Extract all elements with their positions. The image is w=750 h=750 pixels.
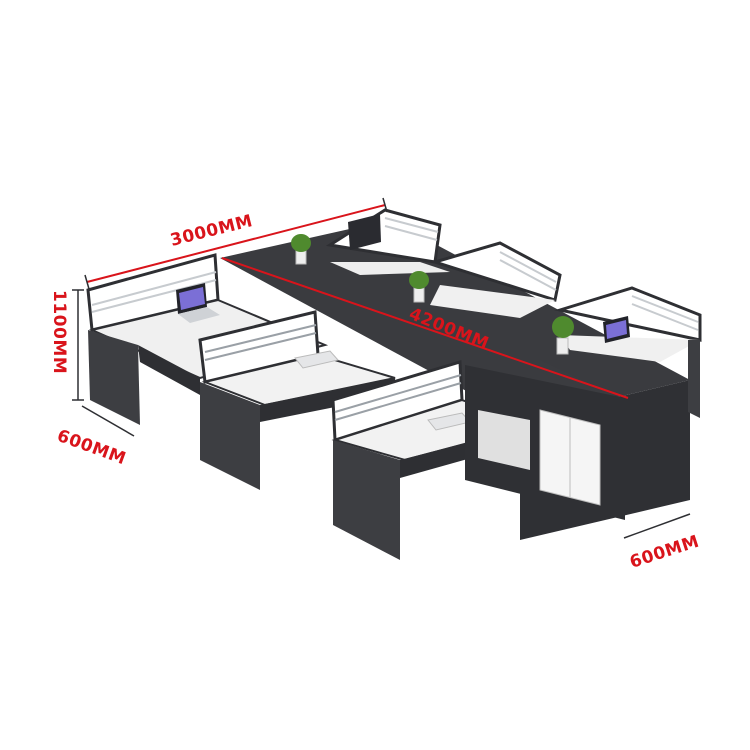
dimension-line-cabinet-depth [623, 513, 691, 539]
storage-cabinet [465, 365, 625, 520]
dimension-line-length [221, 257, 629, 399]
dimension-line-width [84, 197, 388, 290]
label-desk-depth: 600MM [54, 426, 128, 469]
workstation-back-right [429, 241, 562, 318]
label-height: 1100MM [49, 290, 69, 374]
workstation-middle [198, 310, 396, 490]
workstation-far-right [554, 286, 702, 418]
dimension-line-desk-depth [81, 405, 135, 437]
label-cabinet-depth: 600MM [627, 532, 701, 573]
potted-plant [291, 234, 574, 355]
dimension-line-height [72, 289, 84, 401]
label-overall-width: 3000MM [168, 211, 254, 251]
